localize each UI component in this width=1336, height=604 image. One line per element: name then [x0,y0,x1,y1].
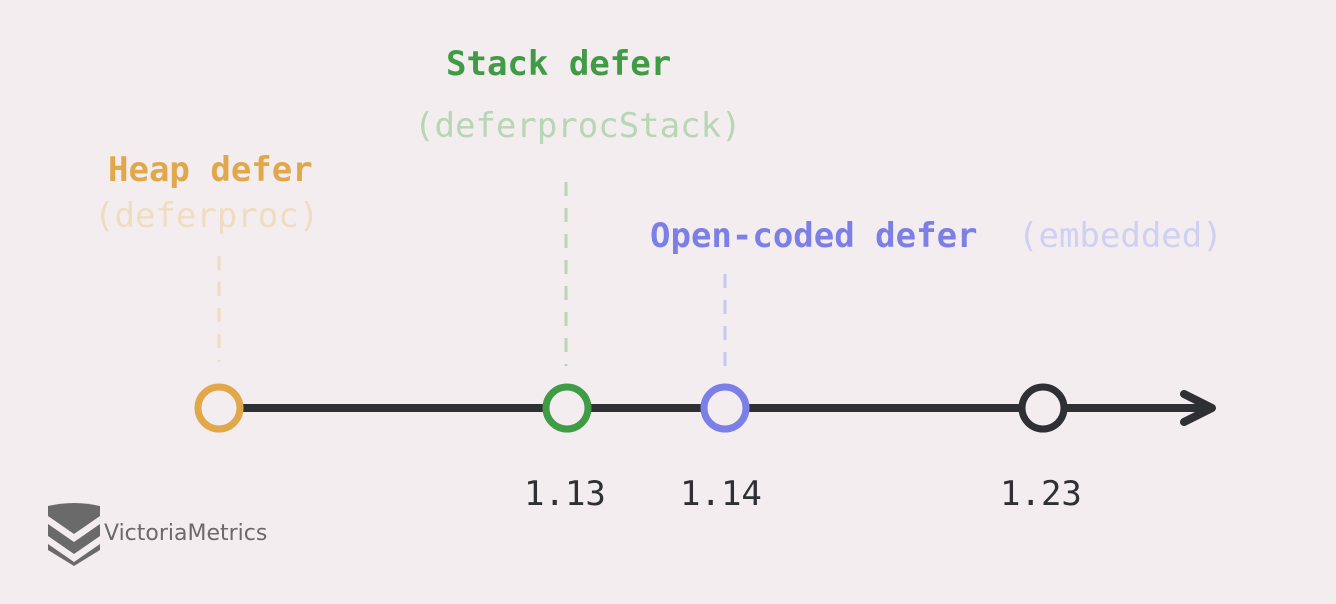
victoriametrics-logo-icon [48,503,100,566]
heap-defer-title: Heap defer [108,150,313,190]
version-label-1-14: 1.14 [680,474,762,514]
stack-defer-subtitle: (deferprocStack) [414,106,742,146]
open-coded-defer-title: Open-coded defer [650,216,978,256]
brand-name: VictoriaMetrics [104,521,268,546]
version-label-1-23: 1.23 [1000,474,1082,514]
stack-defer-title: Stack defer [446,44,672,84]
open-marker [700,383,750,433]
heap-defer-subtitle: (deferproc) [94,196,320,236]
open-coded-defer-subtitle: (embedded) [1018,216,1223,256]
timeline-arrowhead [1180,390,1216,426]
heap-marker [194,383,244,433]
version-label-1-13: 1.13 [524,474,606,514]
v123-marker [1018,383,1068,433]
stack-marker [542,383,592,433]
